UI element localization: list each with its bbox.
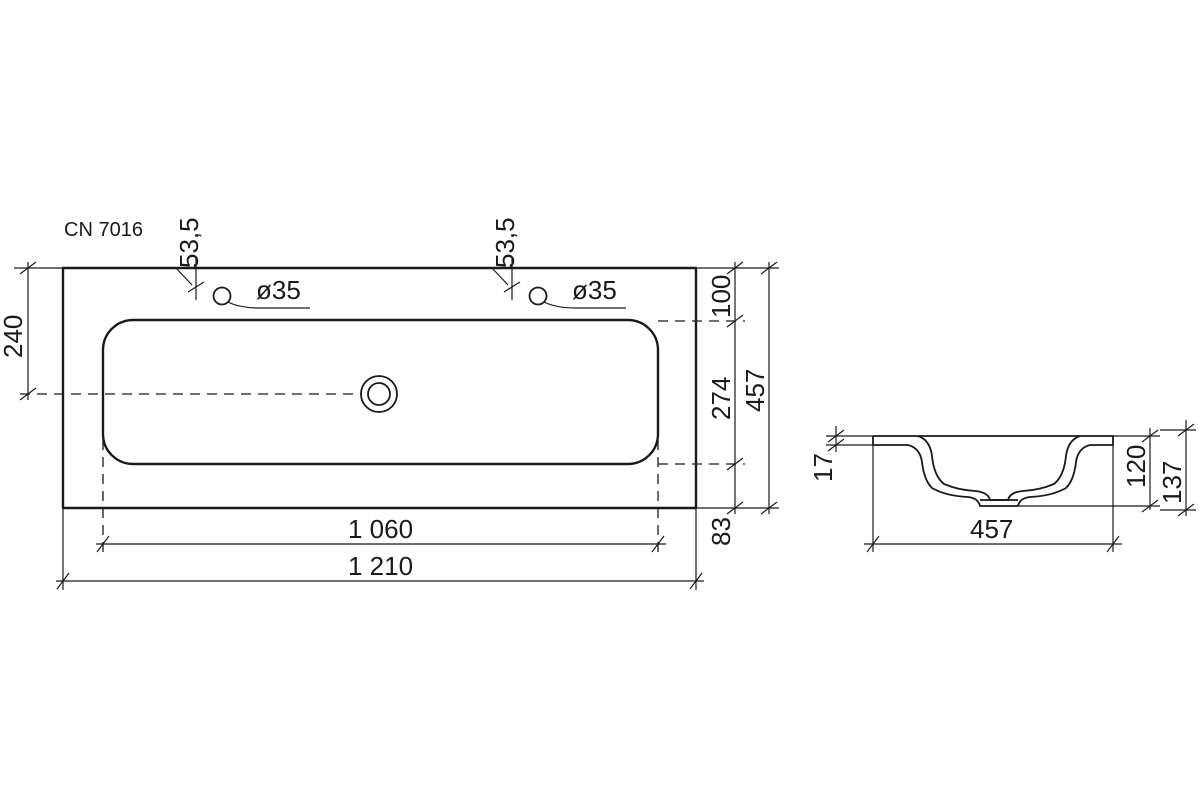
dim-17-tick-bottom	[827, 438, 845, 452]
dim-17-tick-top	[827, 429, 845, 443]
dim-chain-tick-2	[726, 314, 744, 328]
dim-120-label: 120	[1121, 445, 1151, 488]
dim-457-tick-bottom	[760, 501, 778, 515]
dim-240-tick-top	[19, 261, 37, 275]
dim-83-label: 83	[706, 517, 736, 546]
dim-17-label: 17	[808, 453, 838, 482]
model-code: CN 7016	[64, 219, 143, 241]
offset-right-label: 53,5	[490, 217, 520, 268]
dim-274-label: 274	[706, 377, 736, 420]
drain-inner	[367, 382, 391, 406]
dim-120-tick-top	[1141, 429, 1159, 443]
dim-side-457-label: 457	[970, 514, 1013, 544]
dim-side-457-tick-right	[1106, 535, 1120, 553]
dim-137-label: 137	[1157, 461, 1187, 504]
dim-1210-tick-right	[689, 572, 703, 590]
side-view: 17 120 137 457	[808, 420, 1196, 553]
dim-120-tick-bottom	[1141, 499, 1159, 513]
leader-left	[227, 301, 310, 309]
offset-left-diag	[175, 267, 193, 286]
faucet-diameter-left: ø35	[256, 275, 301, 305]
dim-240-label: 240	[0, 315, 28, 358]
offset-left-label: 53,5	[174, 217, 204, 268]
dim-chain-tick-1	[726, 261, 744, 275]
dim-1060-label: 1 060	[348, 514, 413, 544]
dim-457-tick-top	[760, 261, 778, 275]
dim-chain-tick-3	[726, 457, 744, 471]
dim-457-label: 457	[740, 369, 770, 412]
countertop-outline	[61, 266, 698, 510]
basin-profile-outer	[872, 435, 1114, 507]
top-view: ø35 ø35 53,5 53,5 CN 7016 240 100	[0, 217, 779, 590]
offset-right-tick	[503, 281, 521, 293]
dim-1210-tick-left	[56, 572, 70, 590]
dim-240-tick-bottom	[19, 387, 37, 401]
faucet-hole-left	[212, 286, 232, 306]
faucet-hole-right	[528, 286, 548, 306]
offset-left-tick	[187, 281, 205, 293]
dim-137-tick-top	[1177, 423, 1195, 437]
basin-profile-inner	[917, 435, 1081, 501]
offset-right-diag	[491, 267, 509, 286]
dim-side-457-tick-left	[866, 535, 880, 553]
faucet-diameter-right: ø35	[572, 275, 617, 305]
dim-137-tick-bottom	[1177, 503, 1195, 517]
leader-right	[543, 301, 626, 309]
dim-1060-tick-left	[96, 535, 110, 553]
dim-1210-label: 1 210	[348, 551, 413, 581]
drain-outer	[360, 375, 398, 413]
dim-chain-tick-4	[726, 501, 744, 515]
bowl-outline	[101, 318, 660, 466]
dim-1060-tick-right	[651, 535, 665, 553]
dim-100-label: 100	[706, 275, 736, 318]
